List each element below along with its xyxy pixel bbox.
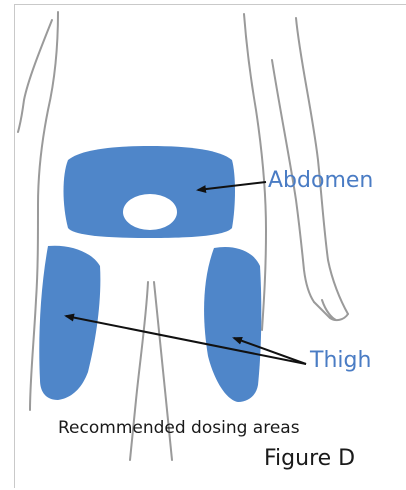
thigh-label: Thigh xyxy=(310,348,371,373)
thigh-arrow-left xyxy=(66,316,306,364)
right-thigh-region xyxy=(204,247,261,402)
navel-exclusion-zone xyxy=(123,194,177,230)
figure-caption: Recommended dosing areas xyxy=(58,418,300,438)
abdomen-label: Abdomen xyxy=(268,168,373,193)
figure-number: Figure D xyxy=(264,446,355,471)
left-thigh-region xyxy=(39,246,100,400)
